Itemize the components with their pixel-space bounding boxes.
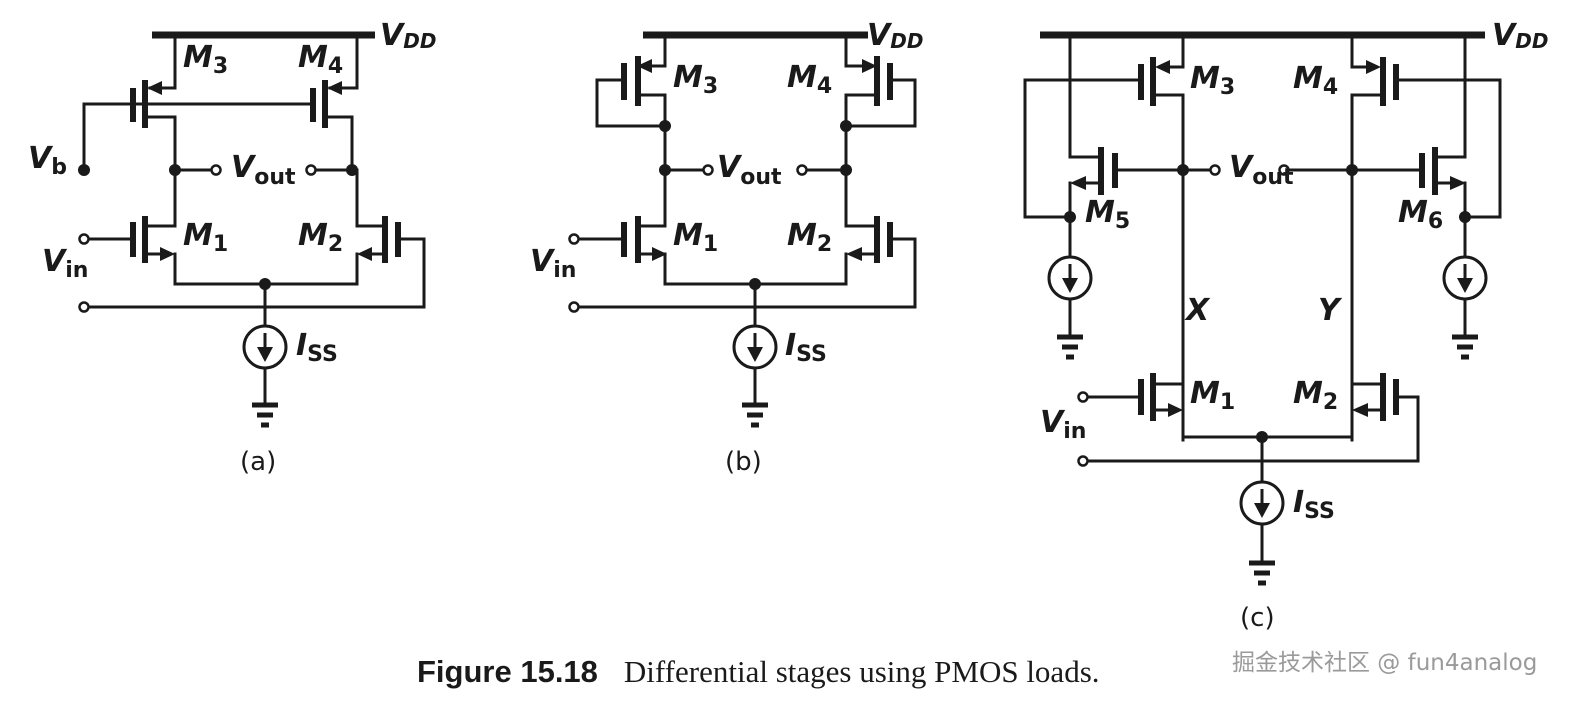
subfigure-caption-a: (a) bbox=[240, 447, 276, 477]
ground-icon bbox=[252, 405, 278, 425]
label-vdd: VDD bbox=[1492, 18, 1548, 53]
label-m5: M5 bbox=[1085, 195, 1130, 234]
circuit-a bbox=[78, 31, 426, 425]
label-m1: M1 bbox=[183, 218, 228, 257]
label-m3: M3 bbox=[673, 60, 718, 99]
transistor-m1 bbox=[568, 168, 667, 286]
label-m2: M2 bbox=[787, 218, 832, 257]
watermark: 掘金技术社区 @ fun4analog bbox=[1232, 650, 1537, 676]
transistor-m4 bbox=[840, 33, 917, 172]
label-iss: ISS bbox=[785, 328, 827, 367]
label-m1: M1 bbox=[673, 218, 718, 257]
label-vin: Vin bbox=[1040, 405, 1086, 444]
current-source-iss bbox=[1239, 480, 1285, 526]
label-m4: M4 bbox=[787, 60, 832, 99]
subfigure-caption-c: (c) bbox=[1240, 603, 1275, 633]
label-m2: M2 bbox=[298, 218, 343, 257]
vout-terminal-left bbox=[210, 164, 222, 176]
label-m4: M4 bbox=[1293, 61, 1338, 100]
transistor-m2 bbox=[568, 168, 917, 313]
ground-icon bbox=[1452, 337, 1478, 357]
label-vb: Vb bbox=[28, 141, 67, 180]
figure-caption: Figure 15.18 Differential stages using P… bbox=[417, 654, 1100, 689]
label-vout: Vout bbox=[1229, 150, 1294, 190]
current-source-m6 bbox=[1442, 255, 1488, 301]
label-m3: M3 bbox=[183, 40, 228, 79]
ground-icon bbox=[1057, 337, 1083, 357]
ground-icon bbox=[742, 405, 768, 425]
figure-number: Figure 15.18 bbox=[417, 654, 598, 689]
transistor-m3 bbox=[595, 33, 671, 172]
label-m1: M1 bbox=[1190, 376, 1235, 415]
label-vout: Vout bbox=[717, 150, 782, 190]
current-source-iss bbox=[732, 324, 778, 370]
transistor-m1 bbox=[1077, 373, 1185, 439]
label-m3: M3 bbox=[1190, 61, 1235, 100]
transistor-m2 bbox=[78, 168, 426, 313]
current-source-m5 bbox=[1047, 255, 1093, 301]
transistor-m6 bbox=[1350, 33, 1471, 258]
current-source-iss bbox=[242, 324, 288, 370]
label-m6: M6 bbox=[1398, 195, 1443, 234]
figure-caption-text: Differential stages using PMOS loads. bbox=[624, 654, 1100, 689]
label-vdd: VDD bbox=[867, 18, 923, 53]
label-iss: ISS bbox=[1293, 485, 1335, 524]
label-iss: ISS bbox=[296, 328, 338, 367]
label-m4: M4 bbox=[298, 40, 343, 79]
label-m2: M2 bbox=[1293, 376, 1338, 415]
vb-terminal bbox=[78, 164, 90, 176]
label-vout: Vout bbox=[231, 150, 296, 190]
ground-icon bbox=[1249, 563, 1275, 583]
label-vin: Vin bbox=[530, 244, 576, 283]
transistor-m2 bbox=[1077, 373, 1420, 467]
transistor-m5 bbox=[1064, 33, 1185, 258]
transistor-m1 bbox=[78, 168, 177, 286]
circuit-b bbox=[568, 31, 917, 425]
transistor-m4 bbox=[1350, 33, 1502, 442]
vout-terminal-right bbox=[305, 164, 317, 176]
subfigure-caption-b: (b) bbox=[725, 447, 762, 477]
label-node-y: Y bbox=[1318, 293, 1343, 328]
transistor-m3 bbox=[1023, 33, 1185, 442]
label-vdd: VDD bbox=[380, 18, 436, 53]
label-vin: Vin bbox=[42, 244, 88, 283]
label-node-x: X bbox=[1184, 293, 1211, 328]
circuit-c bbox=[1023, 31, 1502, 583]
